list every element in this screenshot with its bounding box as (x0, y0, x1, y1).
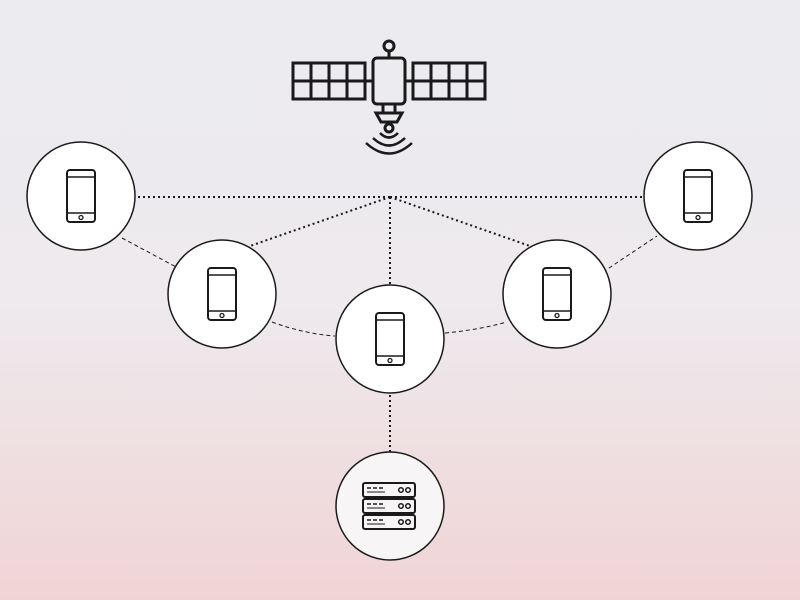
link-phone-left-inner-center (271, 321, 336, 337)
satellite-icon (291, 39, 487, 155)
phone-node-right-inner (502, 239, 612, 349)
phone-node-center (335, 284, 445, 394)
server-node (335, 451, 445, 561)
phone-node-left-outer (26, 141, 136, 251)
connections (121, 196, 658, 452)
phone-node-right-outer (643, 141, 753, 251)
server-rack-icon (362, 482, 416, 530)
link-phone-right-inner-right-outer (602, 235, 658, 273)
link-phone-left-outer-left-inner (121, 237, 179, 269)
phone-node-left-inner (167, 239, 277, 349)
link-phone-center-right-inner (444, 321, 508, 334)
